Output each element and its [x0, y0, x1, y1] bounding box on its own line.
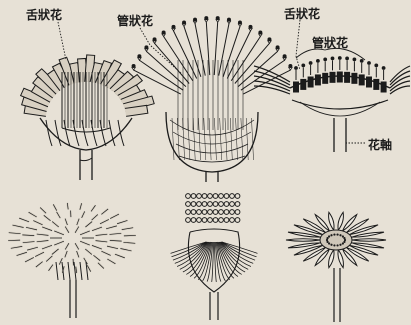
- label-receptacle: 花軸: [368, 139, 392, 151]
- label-tubular-flower-right: 管狀花: [312, 37, 348, 49]
- thistle-section-icon: [132, 17, 293, 182]
- label-ligulate-flower-left: 舌狀花: [26, 9, 62, 21]
- dandelion-flowerhead-icon: [8, 203, 136, 318]
- thistle-flowerhead-icon: [171, 194, 258, 320]
- daisy-flowerhead-icon: [286, 212, 386, 322]
- label-tubular-flower-center: 管狀花: [117, 15, 153, 27]
- label-ligulate-flower-right: 舌狀花: [284, 8, 320, 20]
- dandelion-section-icon: [21, 55, 155, 180]
